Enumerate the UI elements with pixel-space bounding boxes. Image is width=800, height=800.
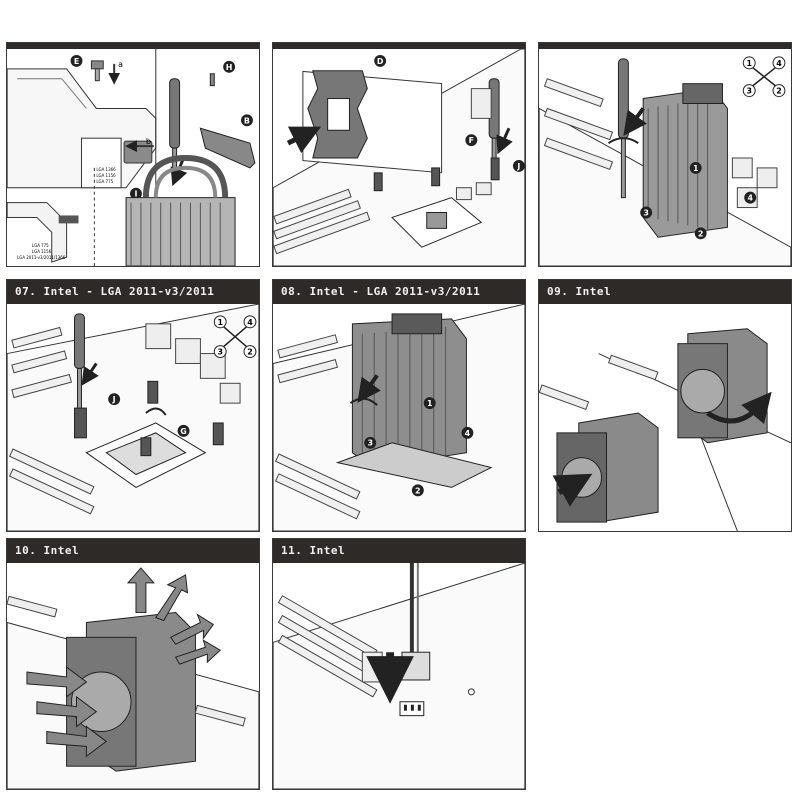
callout-label: 2 [698, 229, 704, 238]
callout-label: J [112, 395, 116, 404]
panel-header-bar [539, 43, 791, 49]
callout-badge [689, 161, 702, 174]
callout-badge [223, 60, 236, 73]
step-panel-2: D F J [272, 42, 526, 267]
step-illustration [7, 563, 259, 789]
step-panel-08: 08. Intel - LGA 2011-v3/2011 1 3 2 4 [272, 279, 526, 532]
callout-label: F [469, 136, 474, 145]
step-panel-1: LGA 1366 LGA 1156 LGA 775 E a b I LGA 77… [6, 42, 260, 267]
step-letter: a [118, 60, 123, 69]
step-illustration: G J 1 4 3 2 [7, 304, 259, 531]
callout-label: 1 [693, 164, 699, 173]
callout-label: 4 [465, 429, 471, 438]
callout-badge [177, 424, 190, 437]
callout-label: B [244, 116, 250, 125]
socket-label: LGA 1156 [32, 249, 52, 254]
callout-label: H [226, 63, 233, 72]
callout-label: 3 [367, 439, 373, 448]
step-illustration: 1 3 2 4 [273, 304, 525, 531]
callout-label: G [180, 427, 187, 436]
callout-badge [744, 191, 757, 204]
step-illustration: D F J [273, 49, 525, 266]
callout-label: E [74, 57, 79, 66]
callout-label: 4 [747, 194, 753, 203]
step-illustration: LGA 1366 LGA 1156 LGA 775 E a b I LGA 77… [7, 49, 259, 266]
svg-text:2: 2 [247, 348, 253, 357]
callout-label: 2 [415, 486, 421, 495]
callout-label: J [516, 162, 520, 171]
step-illustration [539, 304, 791, 531]
step-illustration [273, 563, 525, 789]
step-illustration: 1 3 2 4 1 4 3 2 [539, 49, 791, 266]
socket-label: LGA 2011-v3/2011/1366 [17, 255, 66, 260]
svg-text:1: 1 [746, 59, 752, 68]
socket-label: LGA 1366 [96, 167, 116, 172]
svg-text:3: 3 [746, 87, 752, 96]
panel-title: 09. Intel [539, 280, 791, 304]
svg-text:4: 4 [776, 59, 782, 68]
svg-text:3: 3 [217, 348, 223, 357]
panel-header-bar [273, 43, 525, 49]
callout-badge [411, 484, 424, 497]
callout-label: I [134, 190, 137, 199]
callout-badge [374, 54, 387, 67]
socket-label: LGA 775 [32, 243, 49, 248]
panel-title: 07. Intel - LGA 2011-v3/2011 [7, 280, 259, 304]
step-panel-09: 09. Intel [538, 279, 792, 532]
svg-text:1: 1 [217, 318, 223, 327]
screw-sequence-diagram: 1 4 3 2 [213, 315, 257, 359]
panel-title: 10. Intel [7, 539, 259, 563]
callout-badge [108, 393, 121, 406]
screw-sequence-diagram: 1 4 3 2 [742, 56, 786, 98]
callout-badge [461, 426, 474, 439]
socket-label: LGA 1156 [96, 173, 116, 178]
callout-badge [241, 114, 253, 127]
callout-badge [694, 227, 707, 240]
callout-badge [364, 436, 377, 449]
step-panel-3: 1 3 2 4 1 4 3 2 [538, 42, 792, 267]
svg-text:4: 4 [247, 318, 253, 327]
step-panel-11: 11. Intel [272, 538, 526, 790]
callout-badge [70, 54, 83, 67]
callout-label: 1 [427, 399, 433, 408]
step-letter: b [146, 137, 151, 146]
step-panel-10: 10. Intel [6, 538, 260, 790]
panel-title: 11. Intel [273, 539, 525, 563]
callout-badge [512, 159, 525, 172]
panel-title: 08. Intel - LGA 2011-v3/2011 [273, 280, 525, 304]
callout-label: D [377, 57, 384, 66]
step-panel-07: 07. Intel - LGA 2011-v3/2011 G [6, 279, 260, 532]
svg-text:2: 2 [776, 87, 782, 96]
callout-badge [423, 397, 436, 410]
callout-badge [465, 134, 478, 147]
callout-badge [130, 187, 142, 200]
callout-label: 3 [643, 208, 649, 217]
callout-badge [640, 206, 653, 219]
panel-header-bar [7, 43, 259, 49]
socket-label: LGA 775 [96, 179, 113, 184]
